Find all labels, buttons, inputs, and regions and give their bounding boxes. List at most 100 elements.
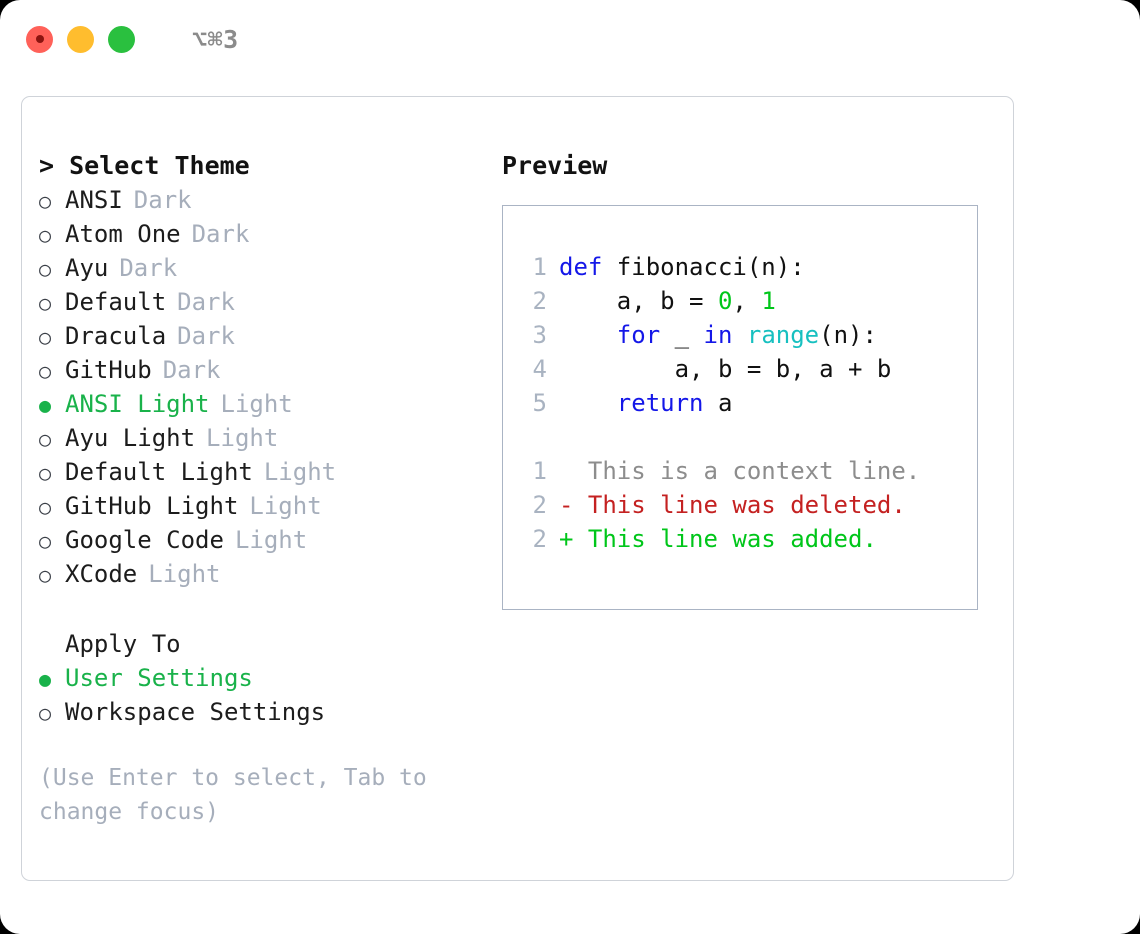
preview-heading: Preview <box>502 151 608 180</box>
theme-option-label: XCode <box>65 560 138 588</box>
diff-text: This line was added. <box>573 525 877 553</box>
code-line-number: 2 <box>532 287 547 315</box>
diff-line: 2 + This line was added. <box>519 522 920 556</box>
radio-selected-icon: ● <box>39 393 52 417</box>
theme-option-label: Atom One <box>65 220 181 248</box>
theme-option[interactable]: ○ Google Code Light <box>39 523 499 557</box>
theme-option[interactable]: ● ANSI Light Light <box>39 387 499 421</box>
code-token-plain <box>732 318 746 352</box>
code-blank-line <box>519 420 920 454</box>
maximize-button[interactable] <box>108 25 135 53</box>
radio-unselected-icon: ○ <box>39 701 52 725</box>
radio-unselected-icon: ○ <box>39 189 52 213</box>
code-token-plain: , <box>732 287 762 315</box>
theme-option[interactable]: ○ Default Dark <box>39 285 499 319</box>
theme-option-label: Default Light <box>65 458 253 486</box>
diff-line: 2- This line was deleted. <box>519 488 920 522</box>
theme-option[interactable]: ○ Atom One Dark <box>39 217 499 251</box>
code-token-kw: in <box>703 321 733 349</box>
theme-variant-badge: Light <box>263 458 337 486</box>
title-bar: ⌥⌘3 <box>0 0 1140 78</box>
apply-to-option-label: User Settings <box>65 664 253 692</box>
keyboard-shortcut-label: ⌥⌘3 <box>192 24 239 54</box>
theme-variant-badge: Light <box>148 560 221 588</box>
radio-unselected-icon: ○ <box>39 461 52 485</box>
code-token-kw: return <box>616 389 704 417</box>
radio-unselected-icon: ○ <box>39 563 52 587</box>
keyboard-hint-text: (Use Enter to select, Tab to change focu… <box>39 765 427 825</box>
diff-sign <box>559 454 573 488</box>
code-token-fn: range <box>746 321 820 349</box>
code-line-number: 1 <box>532 253 547 281</box>
diff-sign: - <box>559 491 574 519</box>
diff-text: This line was deleted. <box>573 491 906 519</box>
diff-line-number: 1 <box>532 457 547 485</box>
apply-to-heading: Apply To <box>65 630 181 658</box>
code-token-plain <box>559 318 617 352</box>
theme-option[interactable]: ○ Default Light Light <box>39 455 499 489</box>
diff-line-number: 2 <box>532 525 547 553</box>
diff-sign: + <box>559 525 574 553</box>
diff-text: This is a context line. <box>573 457 921 485</box>
code-token-num: 1 <box>761 287 776 315</box>
theme-variant-badge: Dark <box>162 356 221 384</box>
theme-variant-badge: Dark <box>133 186 192 214</box>
radio-unselected-icon: ○ <box>39 291 52 315</box>
diff-line: 1 This is a context line. <box>519 454 921 488</box>
theme-option[interactable]: ○ XCode Light <box>39 557 499 591</box>
theme-option-label: Dracula <box>65 322 167 350</box>
code-token-plain: _ <box>660 321 704 349</box>
code-token-plain <box>559 386 617 420</box>
theme-option[interactable]: ○ Dracula Dark <box>39 319 499 353</box>
code-line: 5 return a <box>519 386 920 420</box>
code-line-number: 3 <box>532 321 547 349</box>
code-token-kw: for <box>616 321 661 349</box>
radio-unselected-icon: ○ <box>39 257 52 281</box>
apply-to-option-list[interactable]: ● User Settings ○ Workspace Settings <box>39 661 499 729</box>
theme-option-label: GitHub <box>65 356 152 384</box>
code-token-num: 0 <box>717 287 733 315</box>
theme-variant-badge: Light <box>220 390 293 418</box>
radio-unselected-icon: ○ <box>39 223 52 247</box>
apply-to-option[interactable]: ● User Settings <box>39 661 499 695</box>
diff-line-number: 2 <box>532 491 547 519</box>
code-line-number: 4 <box>532 355 547 383</box>
theme-variant-badge: Dark <box>177 288 235 316</box>
minimize-button[interactable] <box>67 25 94 53</box>
close-button[interactable] <box>26 25 53 53</box>
code-token-plain: a, b = <box>559 287 718 315</box>
apply-to-option-label: Workspace Settings <box>65 698 326 726</box>
theme-option-label: ANSI Light <box>65 390 210 418</box>
code-token-plain: (n): <box>819 321 877 349</box>
theme-variant-badge: Light <box>249 492 322 520</box>
apply-to-section: Apply To ● User Settings ○ Workspace Settin… <box>39 627 499 729</box>
code-token-plain: a <box>703 389 733 417</box>
theme-option-label: Google Code <box>65 526 224 554</box>
theme-variant-badge: Dark <box>119 254 178 282</box>
theme-option-label: Default <box>65 288 167 316</box>
radio-unselected-icon: ○ <box>39 427 52 451</box>
theme-variant-badge: Light <box>234 526 308 554</box>
radio-unselected-icon: ○ <box>39 325 52 349</box>
apply-to-option[interactable]: ○ Workspace Settings <box>39 695 499 729</box>
theme-variant-badge: Dark <box>191 220 250 248</box>
theme-option-label: GitHub Light <box>65 492 239 520</box>
radio-selected-icon: ● <box>39 667 52 691</box>
select-theme-heading: > Select Theme <box>39 151 250 180</box>
code-token-plain: a, b = b, a + b <box>559 355 892 383</box>
theme-option-label: Ayu Light <box>65 424 196 452</box>
theme-variant-badge: Dark <box>177 322 235 350</box>
code-line: 4 a, b = b, a + b <box>519 352 920 386</box>
radio-unselected-icon: ○ <box>39 529 52 553</box>
